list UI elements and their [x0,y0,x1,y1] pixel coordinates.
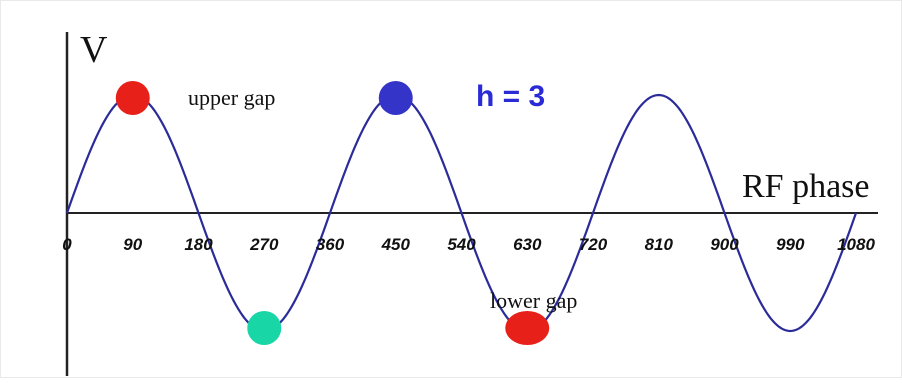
lower-gap-label: lower gap [490,288,577,313]
gap-marker-90 [115,81,150,115]
x-tick-900: 900 [710,235,739,254]
x-tick-720: 720 [579,235,608,254]
x-tick-90: 90 [123,235,142,254]
x-tick-450: 450 [381,235,411,254]
x-axis-label: RF phase [742,168,870,205]
x-tick-810: 810 [645,235,674,254]
x-tick-0: 0 [62,235,72,254]
gap-marker-630 [505,311,550,345]
x-tick-1080: 1080 [837,235,875,254]
x-tick-990: 990 [776,235,805,254]
x-tick-360: 360 [316,235,345,254]
gap-markers [115,81,550,345]
y-axis-label: V [80,29,108,71]
upper-gap-label: upper gap [188,85,275,110]
harmonic-label: h = 3 [476,80,545,113]
x-tick-270: 270 [249,235,279,254]
x-tick-labels: 0 90 180 270 360 450 540 630 720 810 900 990 1080 [62,235,875,254]
x-tick-180: 180 [184,235,213,254]
voltage-wave [65,93,858,333]
gap-marker-270 [247,311,282,345]
gap-marker-450 [378,81,413,115]
x-tick-540: 540 [447,235,476,254]
x-tick-630: 630 [513,235,542,254]
